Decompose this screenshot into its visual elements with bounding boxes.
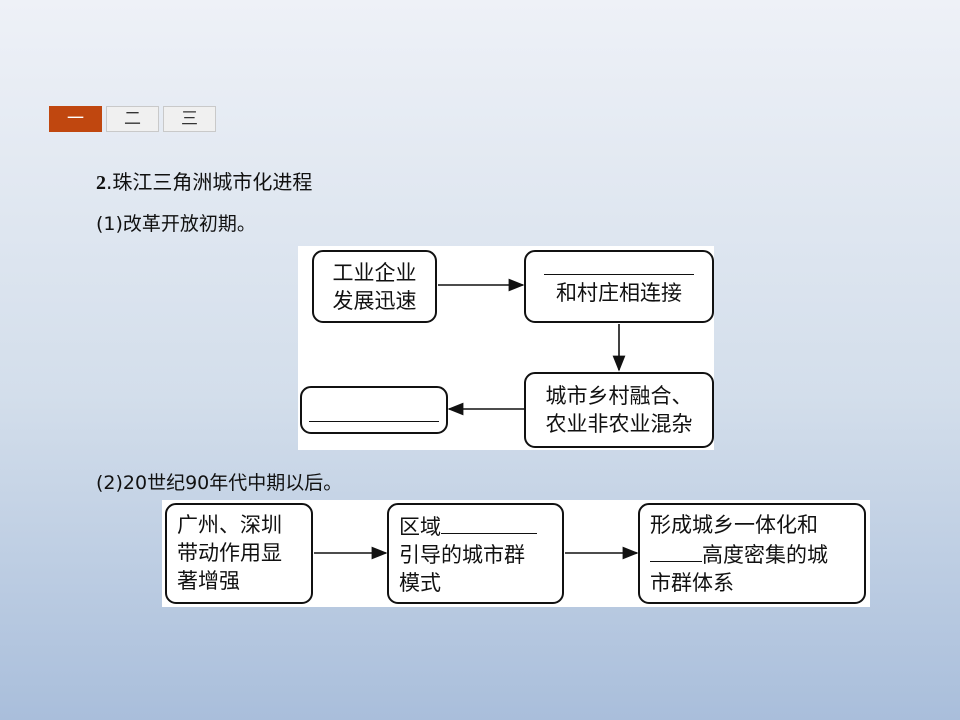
part1-label: (1)改革开放初期。 (96, 213, 256, 235)
box-gs-line3: 著增强 (177, 569, 240, 593)
section-title: .珠江三角洲城市化进程 (106, 170, 313, 194)
box-mix-line2: 农业非农业混杂 (545, 412, 693, 436)
box-industry-growth: 工业企业 发展迅速 (312, 250, 437, 323)
box-gs-line2: 带动作用显 (177, 541, 282, 565)
section-heading: 2.珠江三角洲城市化进程 (96, 166, 312, 195)
tab-3[interactable]: 三 (163, 106, 216, 132)
fill-blank-3 (441, 511, 537, 534)
box-village-text: 和村庄相连接 (556, 281, 682, 305)
box-gs-line1: 广州、深圳 (177, 513, 282, 537)
box-us-line1: 形成城乡一体化和 (650, 513, 818, 537)
tab-bar: 一 二 三 (49, 106, 216, 132)
fill-blank-2 (309, 399, 439, 422)
diagram-post-1990s: 广州、深圳 带动作用显 著增强 区域 引导的城市群 模式 形成城乡一体化和 高度… (162, 500, 870, 607)
box-rm-line1: 区域 (399, 515, 441, 539)
fill-blank-1 (544, 266, 694, 275)
box-mix-line1: 城市乡村融合、 (545, 384, 693, 408)
tab-2[interactable]: 二 (106, 106, 159, 132)
box-urban-rural-mix: 城市乡村融合、 农业非农业混杂 (524, 372, 714, 448)
box-guangzhou-shenzhen: 广州、深圳 带动作用显 著增强 (165, 503, 313, 604)
fill-blank-4 (650, 539, 702, 562)
diagram-early-reform: 工业企业 发展迅速 和村庄相连接 城市乡村融合、 农业非农业混杂 (298, 246, 714, 450)
box-us-line2: 高度密集的城 (702, 543, 828, 567)
box-urban-system: 形成城乡一体化和 高度密集的城 市群体系 (638, 503, 866, 604)
box-industry-line2: 发展迅速 (332, 288, 417, 313)
section-number: 2 (96, 172, 106, 194)
box-village-connect: 和村庄相连接 (524, 250, 714, 323)
box-us-line3: 市群体系 (650, 571, 734, 595)
box-regional-model: 区域 引导的城市群 模式 (387, 503, 564, 604)
flow-arrows (438, 278, 626, 416)
box-industry-line1: 工业企业 (332, 260, 417, 285)
flow-arrows-2 (314, 546, 639, 560)
tab-1[interactable]: 一 (49, 106, 102, 132)
box-rm-line2: 引导的城市群 (399, 543, 525, 567)
box-rm-line3: 模式 (399, 571, 441, 595)
box-blank-result (300, 386, 448, 434)
part2-label: (2)20世纪90年代中期以后。 (96, 472, 343, 494)
